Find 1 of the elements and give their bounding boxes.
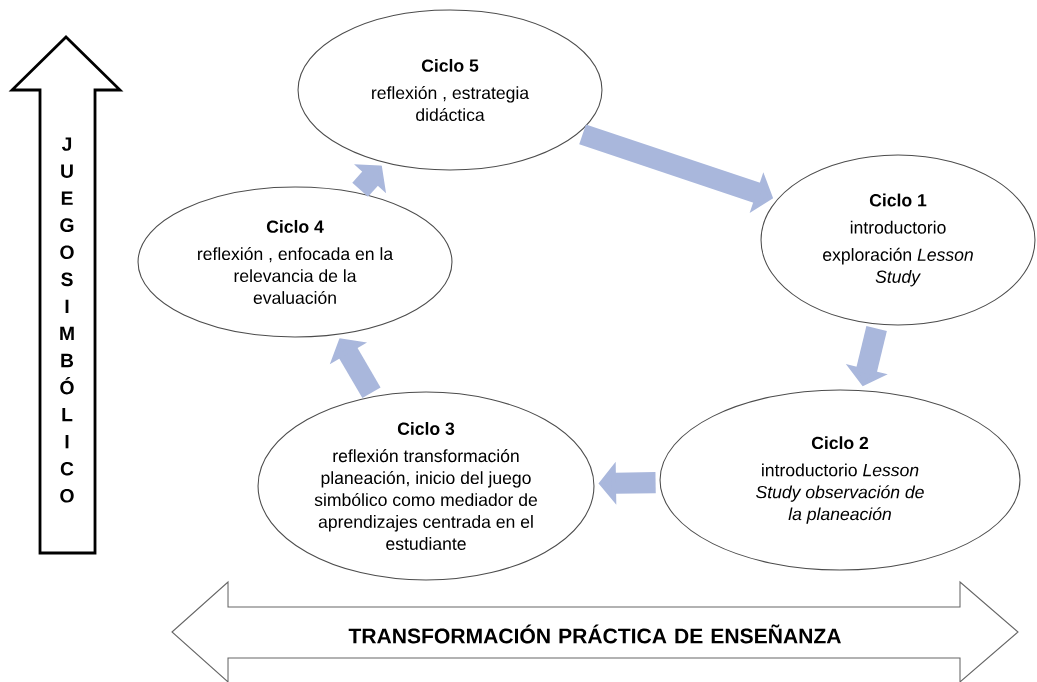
- block-arrow: [329, 338, 381, 399]
